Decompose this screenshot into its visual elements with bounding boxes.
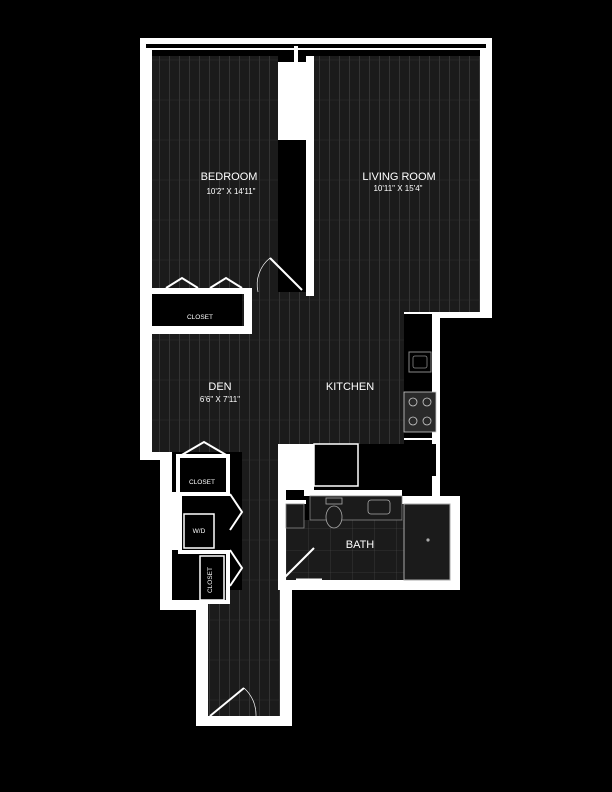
sink-icon [367,499,391,515]
kitchen-label: KITCHEN [326,381,374,393]
wd-label: W/D [193,528,206,535]
toilet-icon [325,505,343,529]
bedroom-floor [152,56,278,292]
kitchen-counters [313,312,437,487]
den-label: DEN [208,381,231,393]
bedroom-label: BEDROOM [201,171,258,183]
hall-closet [199,555,225,601]
bedroom-dimensions: 10'2" X 14'11" [206,187,255,196]
bathroom [285,495,451,581]
sink-icon [408,351,432,373]
washer-dryer [183,513,215,549]
living-room-dimensions: 10'11" X 15'4" [373,184,422,193]
bath-label: BATH [346,539,375,551]
living-room-floor [314,56,480,312]
den-dimensions: 6'6" X 7'11" [200,395,240,404]
den-closet-label: CLOSET [189,479,215,486]
doors [165,257,322,717]
hall-closet-label: CLOSET [207,567,214,593]
wd-enclosure [172,496,182,550]
living-room-label: LIVING ROOM [362,171,435,183]
entry-floor [208,590,280,716]
vanity [309,495,403,521]
floor-areas [152,56,480,716]
bedroom-closet-label: CLOSET [187,314,213,321]
window-strip [146,44,486,48]
stove-icon [403,391,437,433]
column [278,62,306,140]
kitchen-floor [278,292,404,444]
interior-walls [146,44,486,604]
kitchen-island [313,443,359,487]
bath-floor [286,520,404,580]
bath-wall-left [278,444,314,490]
bathtub [403,503,451,581]
